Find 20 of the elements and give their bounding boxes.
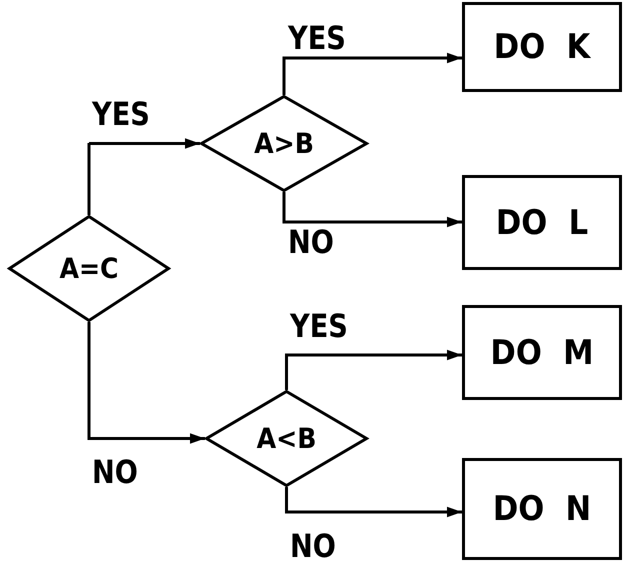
process-box	[462, 2, 622, 92]
action-label: DO M	[490, 332, 594, 372]
action-label: DO L	[496, 202, 588, 242]
process-box	[462, 458, 622, 560]
process-box	[462, 305, 622, 400]
arrow	[88, 138, 200, 215]
action-label: DO K	[494, 27, 590, 67]
decision-diamond	[8, 215, 170, 322]
arrow	[282, 192, 462, 228]
arrow	[285, 350, 462, 390]
condition-label: A<B	[256, 422, 316, 455]
arrow	[88, 322, 205, 444]
arrow	[285, 487, 462, 518]
action-label: DO N	[492, 489, 592, 529]
condition-label: A=C	[59, 252, 119, 285]
decision-diamond	[200, 95, 368, 192]
condition-label: A>B	[254, 127, 314, 160]
process-box	[462, 175, 622, 270]
arrow	[282, 52, 462, 95]
decision-diamond	[205, 390, 368, 487]
